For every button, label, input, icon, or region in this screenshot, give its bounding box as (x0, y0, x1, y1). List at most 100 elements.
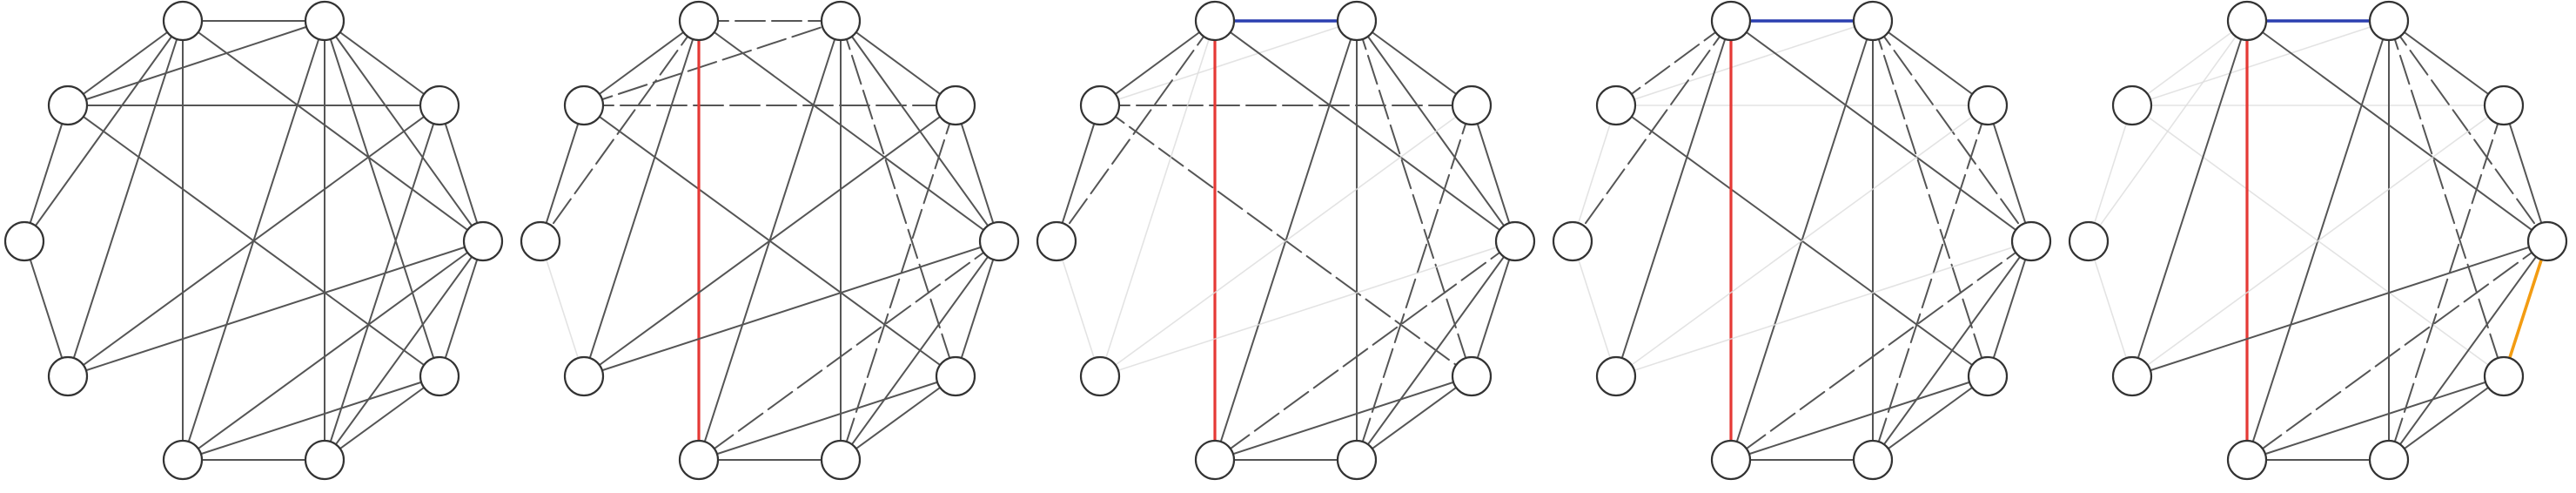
edge-3-6-dashed (2388, 105, 2505, 461)
edge-3-4-solid (439, 105, 484, 242)
edge-5-7-solid (2246, 375, 2505, 461)
edge-5-7-solid (182, 375, 440, 461)
edge-3-8-faint (2131, 105, 2505, 377)
graph-node-1 (1710, 0, 1752, 42)
edge-3-8-faint (1615, 105, 1989, 377)
graph-panel-2 (520, 0, 1020, 481)
graph-node-1 (678, 0, 720, 42)
graph-node-9 (2068, 220, 2110, 262)
graph-node-6 (820, 439, 862, 481)
edge-4-5-orange (2502, 240, 2549, 378)
edge-2-3-solid (840, 20, 956, 106)
edge-3-4-solid (2503, 105, 2548, 242)
edge-2-3-solid (324, 20, 440, 106)
graph-panel-1 (3, 0, 504, 481)
edge-0-1-solid (1099, 20, 1216, 106)
graph-node-3 (1967, 84, 2009, 126)
graph-node-7 (1710, 439, 1752, 481)
graph-node-1 (1194, 0, 1236, 42)
edge-5-7-solid (1730, 375, 1989, 461)
edge-8-9-solid (23, 240, 69, 377)
edge-4-7-dashed (1214, 240, 1516, 461)
edge-0-1-solid (67, 20, 184, 106)
edge-5-7-solid (698, 375, 956, 461)
edge-4-6-solid (324, 240, 484, 461)
graph-node-2 (304, 0, 345, 42)
edge-0-2-faint (1099, 20, 1358, 106)
graph-node-9 (520, 220, 561, 262)
edge-1-4-solid (2246, 20, 2548, 242)
edge-0-1-faint (2131, 20, 2248, 106)
graph-node-6 (1852, 439, 1894, 481)
graph-node-3 (935, 84, 976, 126)
edge-3-6-dashed (1872, 105, 1989, 461)
edge-4-5-solid (439, 240, 484, 377)
edge-8-9-faint (2088, 240, 2133, 377)
panels-layer (3, 0, 2568, 481)
edge-1-4-solid (1214, 20, 1516, 242)
graph-node-8 (2111, 355, 2153, 397)
edge-8-9-faint (540, 240, 585, 377)
edge-3-4-solid (1471, 105, 1516, 242)
edge-2-3-solid (2388, 20, 2505, 106)
graph-node-8 (1079, 355, 1121, 397)
graph-node-7 (2226, 439, 2268, 481)
graph-node-0 (563, 84, 605, 126)
edge-0-9-solid (1056, 105, 1101, 242)
graph-node-9 (3, 220, 45, 262)
graph-node-9 (1036, 220, 1077, 262)
edge-5-6-solid (324, 375, 440, 461)
edge-5-6-solid (840, 375, 956, 461)
edge-1-9-dashed (1572, 20, 1732, 242)
edge-4-7-solid (182, 240, 484, 461)
edge-3-8-faint (1099, 105, 1472, 377)
graph-node-8 (563, 355, 605, 397)
graph-node-3 (419, 84, 460, 126)
graph-node-4 (978, 220, 1020, 262)
edge-5-7-solid (1214, 375, 1472, 461)
graph-node-7 (678, 439, 720, 481)
edge-1-9-faint (2088, 20, 2248, 242)
graph-node-0 (1595, 84, 1637, 126)
edge-1-8-solid (2131, 20, 2248, 377)
graph-node-5 (419, 355, 460, 397)
edge-4-5-solid (955, 240, 1000, 377)
graph-node-5 (1451, 355, 1493, 397)
edge-1-9-dashed (540, 20, 700, 242)
graph-node-6 (1336, 439, 1378, 481)
edge-0-9-solid (540, 105, 585, 242)
edge-8-9-faint (1572, 240, 1617, 377)
edge-1-8-faint (1099, 20, 1216, 377)
graph-panel-5 (2068, 0, 2568, 481)
edge-0-9-faint (2088, 105, 2133, 242)
graph-node-7 (162, 439, 204, 481)
edge-3-4-solid (955, 105, 1000, 242)
edge-0-1-dashed (1615, 20, 1732, 106)
edge-2-5-dashed (1872, 20, 1989, 377)
edge-2-5-dashed (2388, 20, 2505, 377)
edge-0-9-solid (23, 105, 69, 242)
edge-3-6-dashed (840, 105, 956, 461)
graph-panel-4 (1552, 0, 2052, 481)
edge-4-8-solid (2131, 240, 2548, 377)
graph-node-2 (1336, 0, 1378, 42)
edge-4-8-faint (1615, 240, 2032, 377)
edge-1-4-solid (1730, 20, 2032, 242)
edge-8-9-faint (1056, 240, 1101, 377)
edge-1-4-solid (182, 20, 484, 242)
graph-node-0 (1079, 84, 1121, 126)
graph-node-6 (304, 439, 345, 481)
graph-node-6 (2368, 439, 2410, 481)
graph-node-5 (935, 355, 976, 397)
edge-4-6-solid (1356, 240, 1516, 461)
edge-3-4-solid (1987, 105, 2032, 242)
graph-node-3 (1451, 84, 1493, 126)
edge-2-3-solid (1872, 20, 1989, 106)
edge-4-7-dashed (2246, 240, 2548, 461)
edge-3-6-dashed (1356, 105, 1472, 461)
edge-1-8-solid (583, 20, 700, 377)
edge-4-8-solid (583, 240, 1000, 377)
edge-4-5-solid (1987, 240, 2032, 377)
edge-1-8-solid (1615, 20, 1732, 377)
